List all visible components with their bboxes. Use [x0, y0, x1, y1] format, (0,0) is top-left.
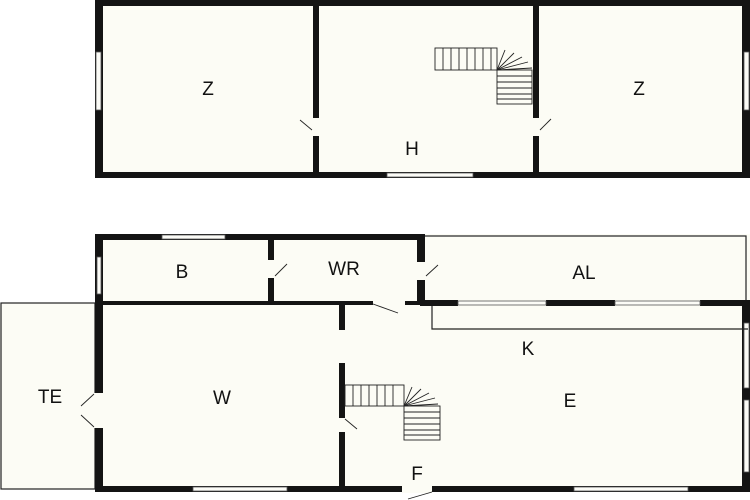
room-label: WR [328, 259, 360, 280]
door-swing [299, 119, 313, 131]
staircase [344, 384, 441, 441]
window [743, 399, 750, 473]
door[interactable] [94, 393, 104, 428]
window [573, 486, 689, 492]
wall [533, 0, 539, 178]
door[interactable] [532, 118, 540, 136]
room-label: Z [202, 79, 214, 100]
window [192, 486, 288, 492]
wall [546, 300, 615, 306]
room-label: F [411, 464, 423, 485]
room-label: K [522, 339, 535, 360]
room-label: AL [572, 263, 595, 284]
window [161, 234, 226, 240]
door[interactable] [373, 300, 405, 307]
room-label: E [564, 391, 577, 412]
door-swing [344, 418, 358, 430]
window [457, 300, 547, 306]
door[interactable] [416, 262, 426, 280]
window [614, 300, 701, 306]
wall [420, 300, 458, 306]
window [743, 322, 750, 389]
wall [700, 300, 750, 306]
window [386, 172, 474, 178]
wall [339, 305, 345, 330]
door-swing [372, 303, 399, 314]
wall [313, 0, 319, 178]
window [743, 51, 750, 111]
door-swing [539, 118, 552, 131]
upper-floor-area [95, 0, 750, 178]
door-swing [80, 414, 95, 428]
window [96, 256, 102, 295]
staircase [434, 47, 533, 105]
wall [95, 0, 750, 6]
door-swing [80, 393, 95, 407]
window [95, 51, 102, 111]
wall [95, 234, 425, 240]
ground-floor: B WR AL K E W TE F [0, 234, 750, 500]
room-label: B [176, 262, 189, 283]
door[interactable] [312, 118, 320, 136]
room-label: W [213, 388, 231, 409]
door[interactable] [267, 260, 275, 278]
door-swing [274, 263, 288, 277]
front-door[interactable] [402, 485, 432, 493]
door-swing [407, 491, 433, 500]
wall [95, 234, 103, 492]
upper-floor: Z H Z [95, 0, 750, 178]
terrace-area [0, 303, 95, 489]
kitchen-counter [431, 306, 748, 330]
wall [742, 302, 750, 492]
door-swing [425, 264, 439, 277]
room-label: Z [633, 79, 645, 100]
door[interactable] [338, 418, 346, 432]
room-label: H [405, 139, 419, 160]
room-label: TE [38, 387, 62, 408]
